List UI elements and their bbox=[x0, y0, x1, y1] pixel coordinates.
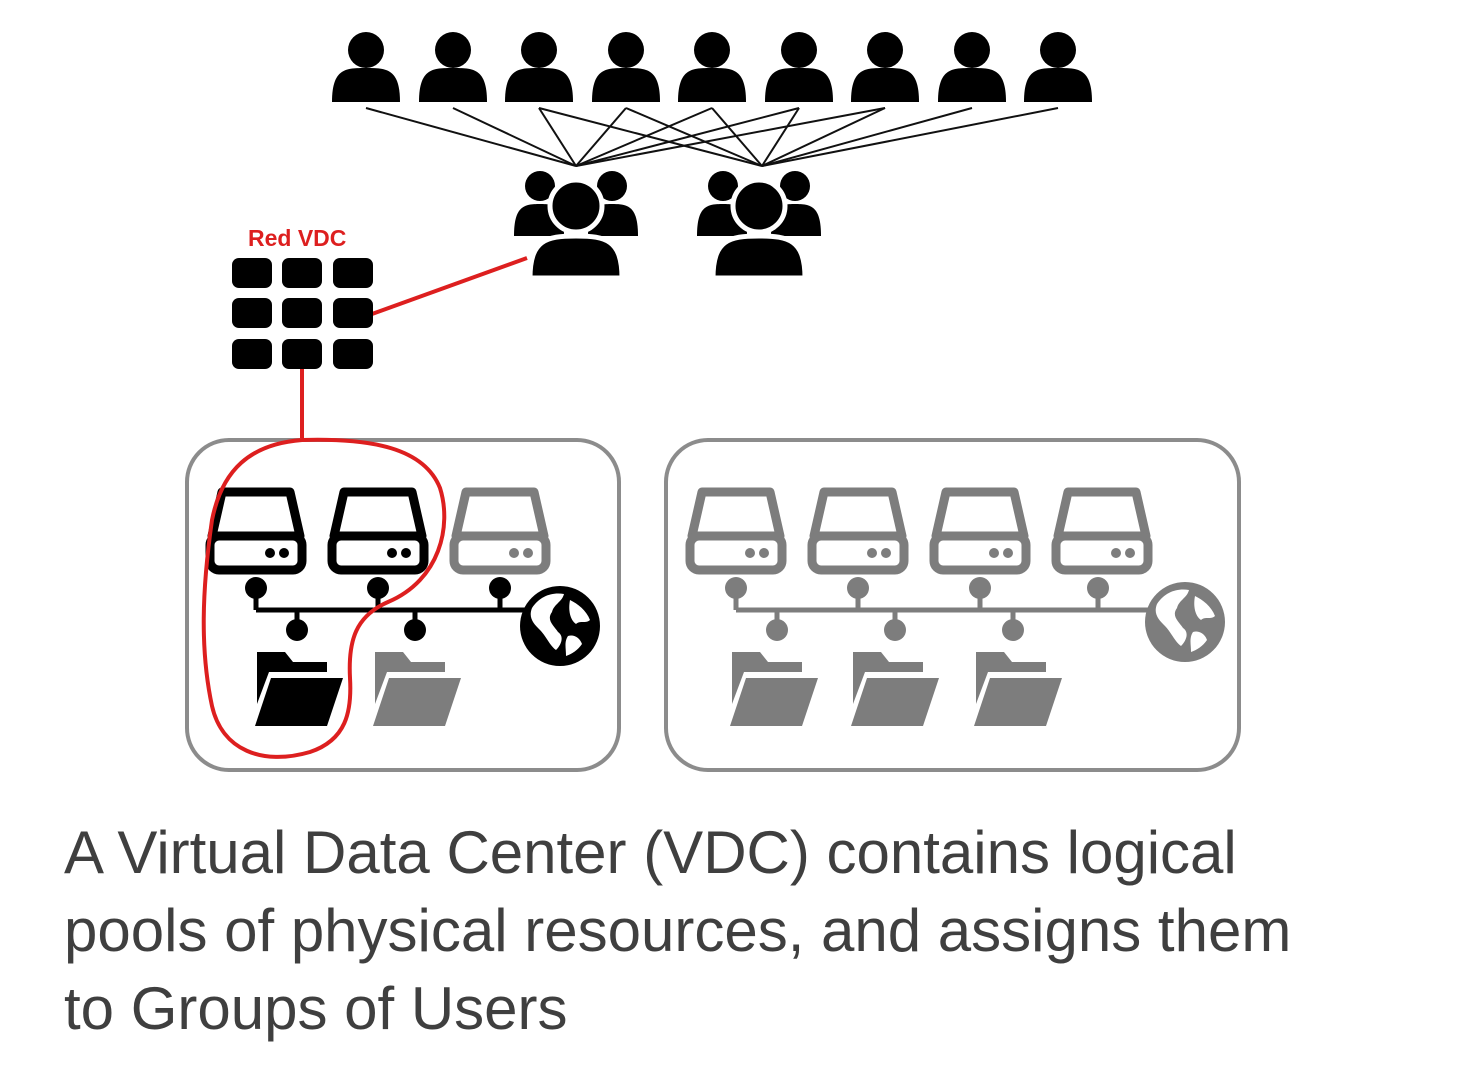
user-group-icon bbox=[697, 171, 821, 278]
user-icon bbox=[851, 32, 919, 102]
user-icon bbox=[419, 32, 487, 102]
vdc-label: Red VDC bbox=[248, 225, 346, 251]
user-icon bbox=[678, 32, 746, 102]
caption: A Virtual Data Center (VDC) contains log… bbox=[64, 814, 1424, 1048]
user-icon bbox=[332, 32, 400, 102]
resource-pool-left bbox=[185, 438, 621, 772]
caption-line-1: A Virtual Data Center (VDC) contains log… bbox=[64, 819, 1237, 886]
network-node bbox=[245, 577, 267, 599]
user-link-line bbox=[575, 107, 800, 167]
folder-icon bbox=[373, 652, 461, 726]
folder-icon bbox=[255, 652, 343, 726]
user-link-line bbox=[575, 107, 886, 167]
red-vdc-links bbox=[300, 256, 528, 440]
red-vdc-outline bbox=[201, 437, 447, 759]
server-icon bbox=[454, 492, 546, 570]
server-icon bbox=[812, 492, 904, 570]
vdc-grid-cell bbox=[232, 298, 272, 328]
server-icon bbox=[690, 492, 782, 570]
network-node bbox=[1087, 577, 1109, 599]
server-icon bbox=[210, 492, 302, 570]
network-node bbox=[725, 577, 747, 599]
network-node bbox=[847, 577, 869, 599]
network-node bbox=[1002, 619, 1024, 641]
vdc-grid-cell bbox=[333, 339, 373, 369]
network-node bbox=[404, 619, 426, 641]
caption-line-3: to Groups of Users bbox=[64, 975, 568, 1042]
user-link-line bbox=[761, 107, 886, 167]
users-row bbox=[332, 32, 1092, 102]
server-icon bbox=[332, 492, 424, 570]
user-icon bbox=[765, 32, 833, 102]
vdc-grid-cell bbox=[282, 258, 322, 288]
server-icon bbox=[1056, 492, 1148, 570]
caption-line-2: pools of physical resources, and assigns… bbox=[64, 897, 1292, 964]
user-link-line bbox=[761, 107, 800, 167]
vdc-grid-icon bbox=[232, 258, 373, 369]
user-link-line bbox=[761, 107, 1059, 167]
user-link-line bbox=[575, 107, 713, 167]
vdc-diagram: Red VDC bbox=[185, 32, 1241, 772]
server-icon bbox=[934, 492, 1026, 570]
vdc-grid-cell bbox=[282, 298, 322, 328]
vdc-grid-cell bbox=[232, 258, 272, 288]
user-groups bbox=[514, 171, 821, 278]
user-link-line bbox=[761, 107, 973, 167]
vdc-grid-cell bbox=[333, 258, 373, 288]
network-node bbox=[286, 619, 308, 641]
user-link-line bbox=[452, 107, 577, 167]
vdc-grid-cell bbox=[282, 339, 322, 369]
user-to-group-links bbox=[365, 107, 1059, 167]
user-link-line bbox=[711, 107, 763, 167]
network-node bbox=[884, 619, 906, 641]
network-buses bbox=[245, 577, 1160, 641]
network-node bbox=[367, 577, 389, 599]
network-node bbox=[489, 577, 511, 599]
user-link-line bbox=[365, 107, 577, 167]
vdc-grid-cell bbox=[333, 298, 373, 328]
network-node bbox=[969, 577, 991, 599]
network-node bbox=[766, 619, 788, 641]
servers bbox=[210, 492, 1148, 570]
user-link-line bbox=[538, 107, 763, 167]
user-icon bbox=[1024, 32, 1092, 102]
user-link-line bbox=[538, 107, 577, 167]
user-icon bbox=[505, 32, 573, 102]
folders bbox=[255, 652, 1062, 726]
user-icon bbox=[592, 32, 660, 102]
folder-icon bbox=[974, 652, 1062, 726]
user-icon bbox=[938, 32, 1006, 102]
resource-pool-right bbox=[664, 438, 1241, 772]
folder-icon bbox=[730, 652, 818, 726]
user-link-line bbox=[575, 107, 627, 167]
vdc-grid-cell bbox=[232, 339, 272, 369]
vdc-to-group-line bbox=[371, 256, 528, 316]
user-group-icon bbox=[514, 171, 638, 278]
globe-icon bbox=[520, 586, 600, 666]
user-link-line bbox=[625, 107, 763, 167]
folder-icon bbox=[851, 652, 939, 726]
globe-icon bbox=[1145, 582, 1225, 662]
